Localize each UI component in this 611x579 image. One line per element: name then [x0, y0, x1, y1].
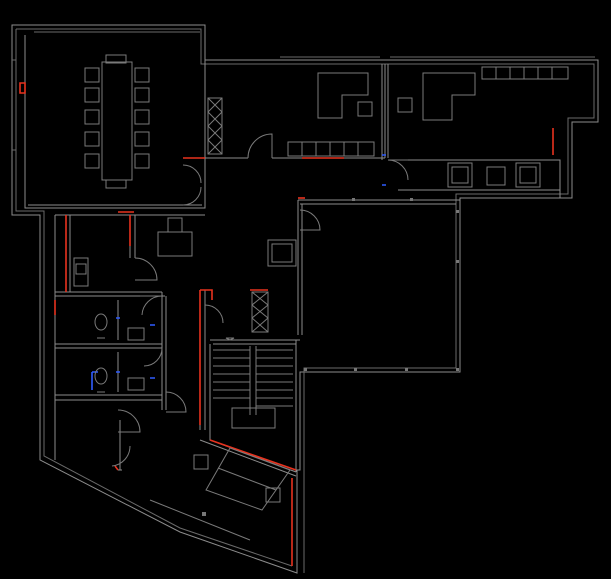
doors — [111, 133, 409, 467]
lounge — [447, 162, 541, 188]
glazing-ticks — [202, 198, 459, 516]
blue-markers — [91, 154, 386, 390]
sanitary-fixtures — [73, 257, 145, 393]
shelving-units — [207, 97, 269, 333]
outer-walls — [11, 24, 599, 574]
red-wall-segments — [19, 82, 554, 566]
conference-table — [84, 54, 150, 189]
lower-office-desks — [149, 447, 291, 541]
office-desks — [287, 66, 569, 157]
reception — [157, 217, 297, 267]
